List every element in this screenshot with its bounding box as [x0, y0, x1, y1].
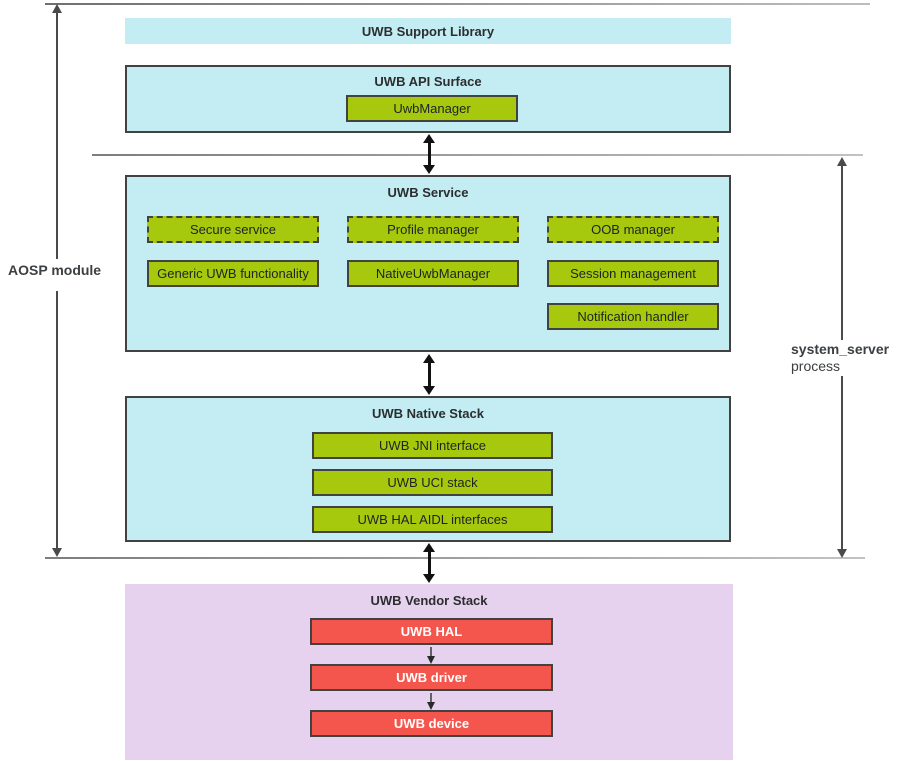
vendor-boundary-line	[45, 557, 865, 559]
service-native-arrow	[423, 354, 435, 395]
top-boundary-line	[45, 3, 870, 5]
notification-handler-chip: Notification handler	[547, 303, 719, 330]
uwb-driver-chip: UWB driver	[310, 664, 553, 691]
native-vendor-arrow	[423, 543, 435, 583]
driver-device-arrow	[426, 693, 436, 710]
aosp-span-arrow-top	[52, 4, 62, 259]
system-server-span-arrow-top	[837, 157, 847, 340]
session-management-chip: Session management	[547, 260, 719, 287]
system-server-span-arrow-bottom	[837, 376, 847, 558]
aosp-module-label: AOSP module	[8, 262, 102, 278]
oob-manager-chip: OOB manager	[547, 216, 719, 243]
api-service-arrow	[423, 134, 435, 174]
uwb-vendor-stack-title: UWB Vendor Stack	[370, 593, 488, 608]
uwb-service-title: UWB Service	[387, 185, 469, 200]
uwb-api-surface-box: UWB API Surface UwbManager	[125, 65, 731, 133]
hal-driver-arrow	[426, 647, 436, 664]
generic-uwb-functionality-chip: Generic UWB functionality	[147, 260, 319, 287]
system-server-top-line	[92, 154, 863, 156]
uwb-hal-chip: UWB HAL	[310, 618, 553, 645]
uwb-api-surface-title: UWB API Surface	[374, 74, 482, 89]
uwb-native-stack-box: UWB Native Stack UWB JNI interface UWB U…	[125, 396, 731, 542]
system-server-label: system_server process	[791, 341, 889, 375]
uwb-uci-stack-chip: UWB UCI stack	[312, 469, 553, 496]
aosp-span-arrow-bottom	[52, 291, 62, 557]
uwb-native-stack-title: UWB Native Stack	[372, 406, 484, 421]
secure-service-chip: Secure service	[147, 216, 319, 243]
uwb-service-box: UWB Service Secure service Profile manag…	[125, 175, 731, 352]
system-server-label-line1: system_server	[791, 341, 890, 357]
uwb-vendor-stack-box: UWB Vendor Stack UWB HAL UWB driver UWB …	[125, 584, 733, 760]
nativeuwbmanager-chip: NativeUwbManager	[347, 260, 519, 287]
uwb-device-chip: UWB device	[310, 710, 553, 737]
uwb-support-library-bar: UWB Support Library	[125, 18, 731, 44]
profile-manager-chip: Profile manager	[347, 216, 519, 243]
system-server-label-line2: process	[791, 358, 841, 374]
uwbmanager-chip: UwbManager	[346, 95, 518, 122]
uwb-hal-aidl-interfaces-chip: UWB HAL AIDL interfaces	[312, 506, 553, 533]
uwb-jni-interface-chip: UWB JNI interface	[312, 432, 553, 459]
